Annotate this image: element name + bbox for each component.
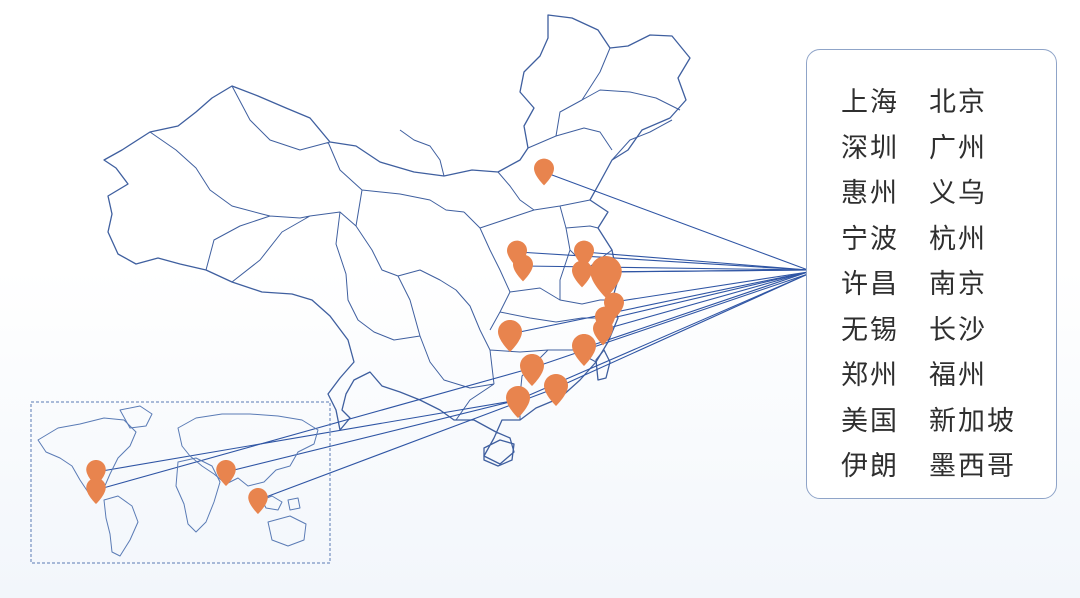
map-pin-icon [248,488,268,514]
connector-line [509,271,809,335]
connector-lines [95,171,809,501]
city-label: 长沙 [929,314,987,346]
city-label: 义乌 [929,178,987,209]
city-label: 新加坡 [929,405,1016,437]
southeast-asia-islands [261,495,301,511]
city-label: 北京 [929,87,987,118]
city-label: 伊朗 [841,451,899,482]
connector-line [517,273,809,401]
city-list-panel: 上海 北京 深圳 广州 惠州 义乌 宁波 杭州 许昌 南京 无锡 长沙 郑州 福… [806,49,1057,499]
map-pin-icon [513,254,533,282]
city-label: 南京 [929,269,987,300]
map-pin-icon [498,320,522,352]
map-pin-icon [544,374,568,406]
map-pin-icon [86,478,106,504]
connector-line [517,251,809,271]
city-label: 惠州 [841,178,899,209]
connector-line [583,251,809,271]
connector-line [95,399,519,473]
china-map [103,14,691,467]
connector-line [95,367,533,491]
map-pin-icon [572,260,592,288]
city-label: 无锡 [841,314,899,346]
connector-line [555,273,809,389]
map-pin-icon [216,460,236,486]
world-inset [30,401,331,564]
map-pin-icon [506,386,530,418]
australia [267,515,307,547]
greenland [119,405,153,429]
china-province-lines [149,47,681,421]
taiwan-island [595,349,611,381]
connector-line [257,387,557,501]
north-america [37,417,137,497]
connector-line [583,271,809,349]
map-pin-icon [572,334,596,366]
connector-line [605,269,809,273]
city-label: 上海 [841,87,899,118]
map-pin-icon [590,256,622,298]
hainan-island [483,439,515,467]
africa [175,457,221,533]
city-label: 许昌 [841,269,899,300]
world-continents [37,405,319,557]
connector-line [543,171,809,271]
city-label: 广州 [929,132,987,164]
europe-asia [177,413,319,487]
city-label: 美国 [841,405,899,437]
city-label: 杭州 [929,223,987,255]
location-markers [86,158,624,514]
city-list: 上海 北京 深圳 广州 惠州 义乌 宁波 杭州 许昌 南京 无锡 长沙 郑州 福… [841,80,1039,490]
map-pin-icon [534,158,554,186]
connector-line [601,271,809,331]
connector-line [613,271,809,303]
city-label: 墨西哥 [929,451,1016,482]
city-label: 福州 [929,360,987,391]
city-label: 宁波 [841,223,899,255]
city-label: 郑州 [841,360,899,391]
connector-line [225,399,519,473]
map-pin-icon [520,354,544,386]
china-border [103,14,691,465]
south-america [103,495,139,557]
connector-line [603,271,809,321]
city-label: 深圳 [841,132,899,164]
connector-line [523,265,809,271]
